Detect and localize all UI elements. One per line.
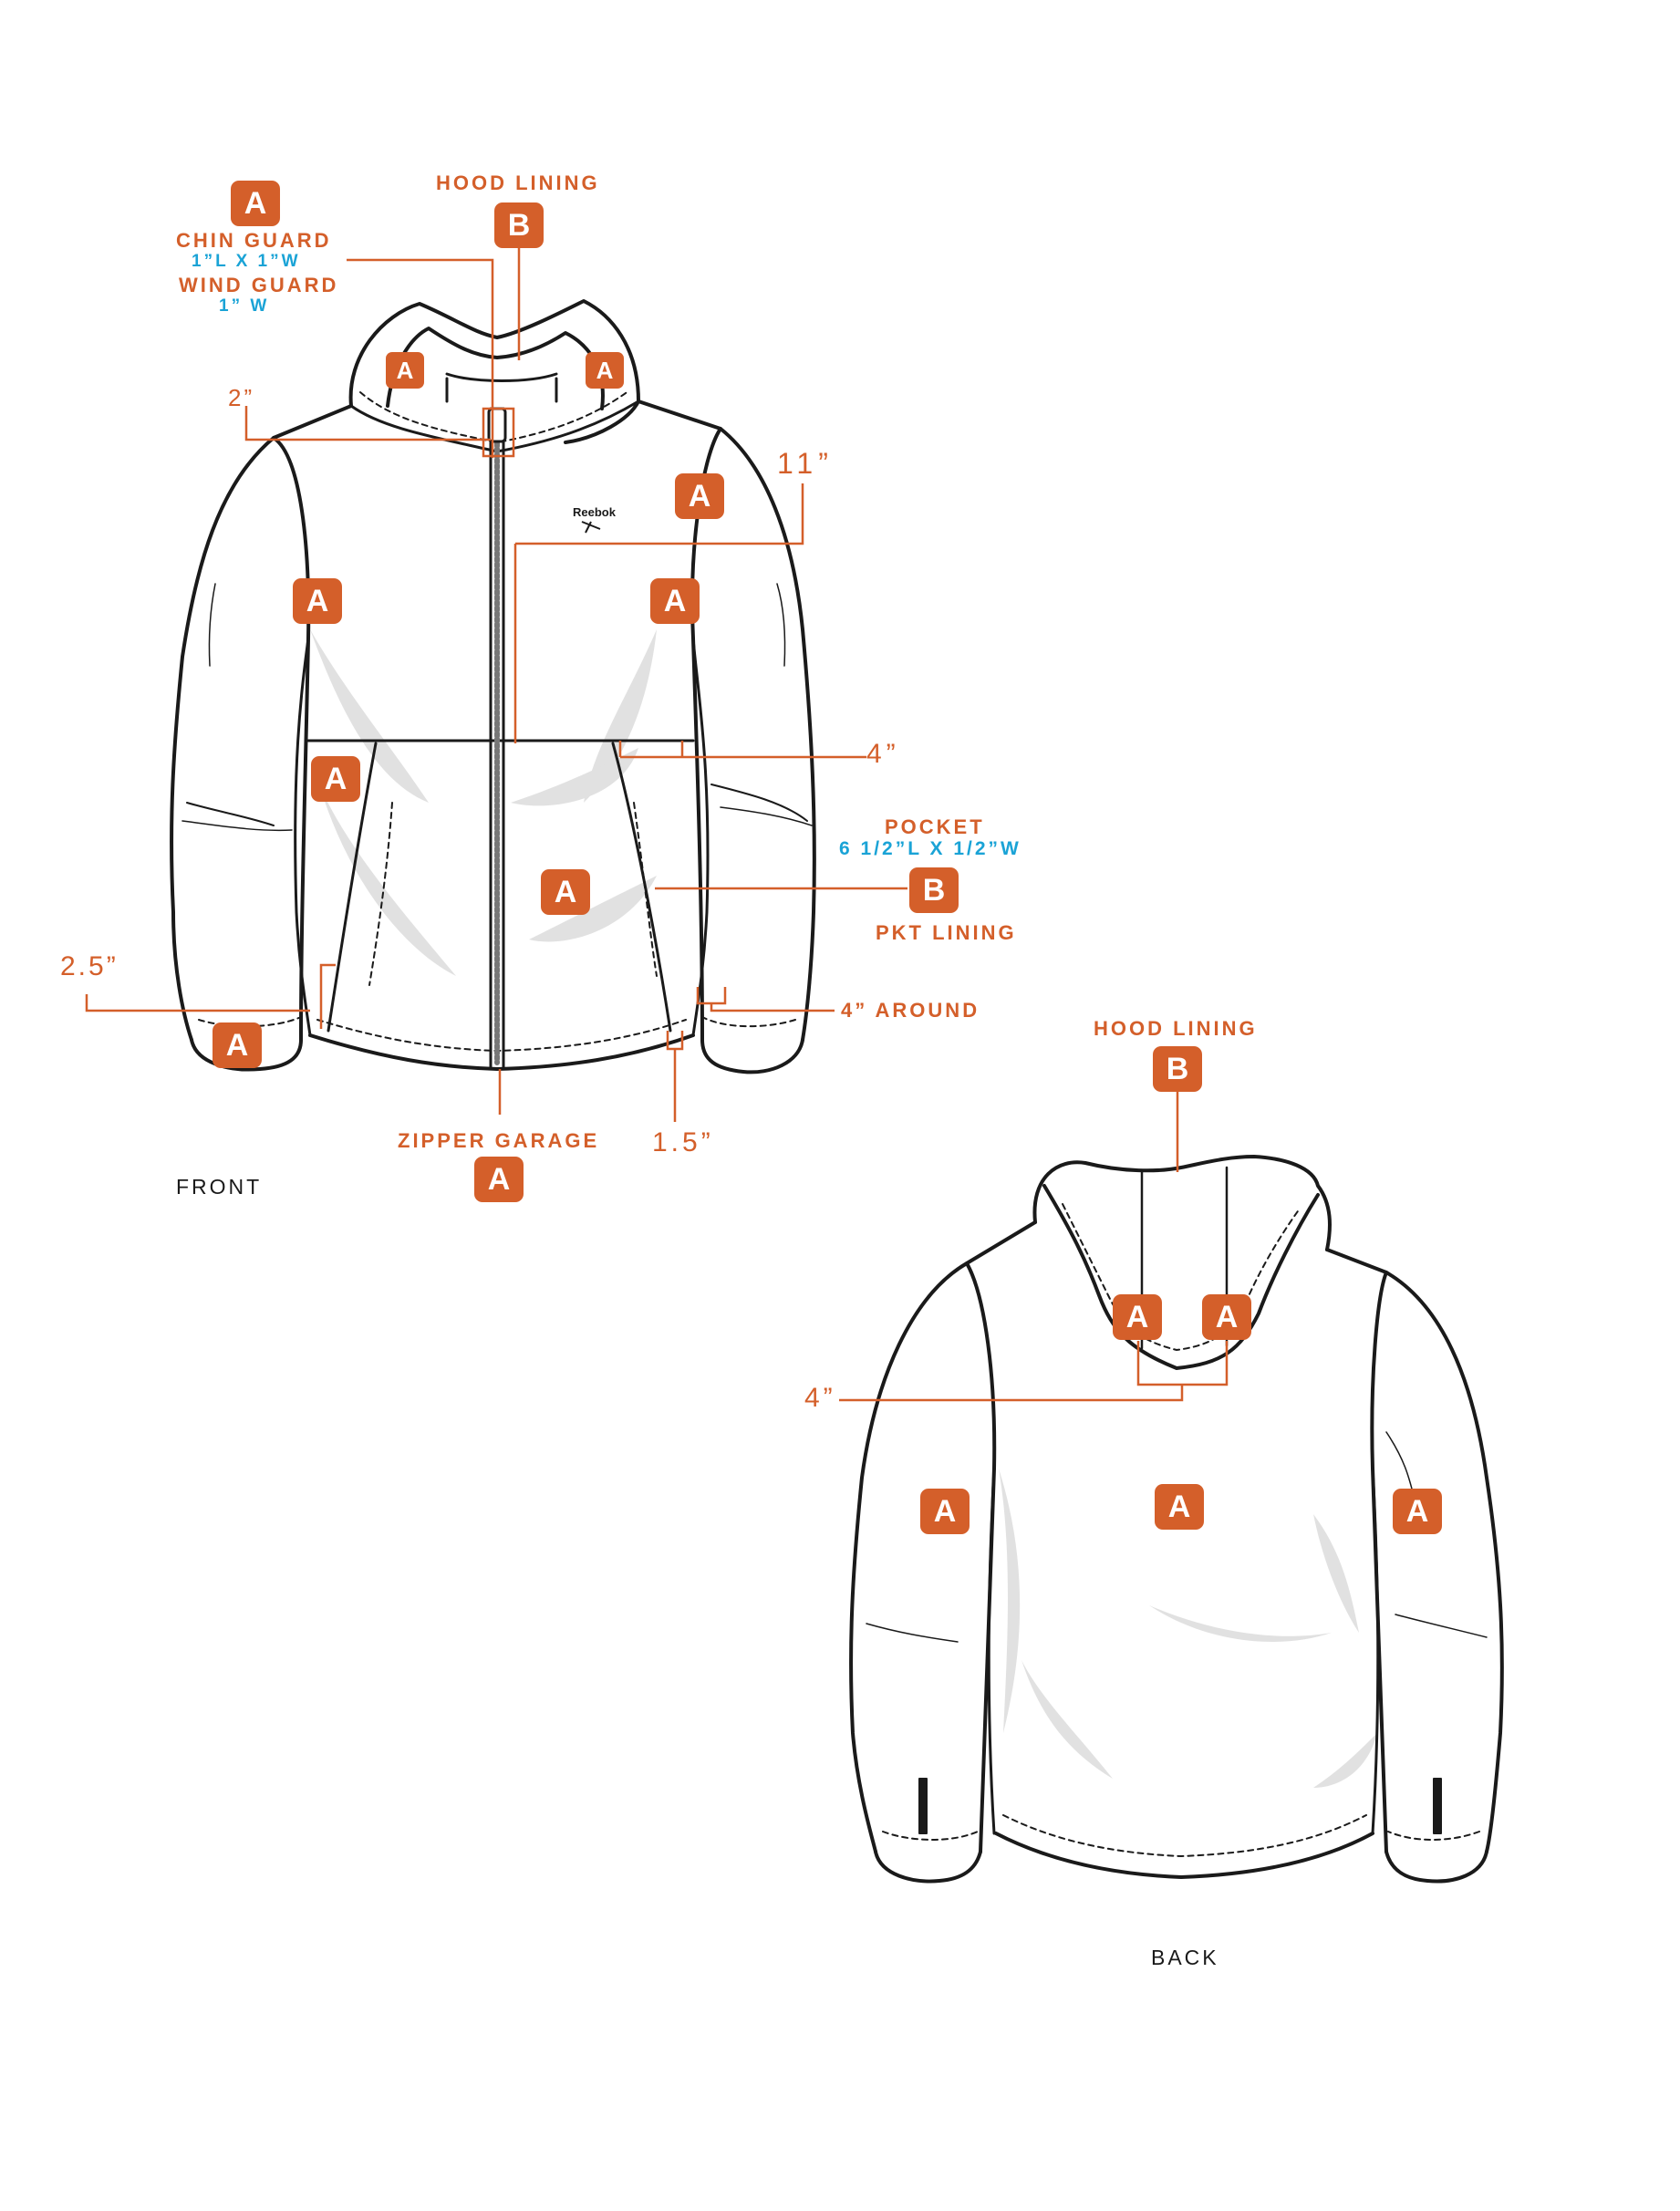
reebok-logo-icon bbox=[581, 521, 601, 534]
left-cuff-badge: A bbox=[213, 1022, 262, 1068]
dim-1-5-label: 1.5” bbox=[652, 1127, 714, 1157]
right-side-panel-badge: A bbox=[650, 578, 700, 624]
dim-4-around-label: 4” AROUND bbox=[841, 999, 980, 1022]
back-right-sleeve-badge: A bbox=[1393, 1489, 1442, 1534]
wind-guard-size: 1” W bbox=[219, 296, 270, 316]
hood-lining-label-front: HOOD LINING bbox=[436, 171, 600, 194]
back-jacket-drawing bbox=[849, 1155, 1504, 1884]
pocket-size: 6 1/2”L X 1/2”W bbox=[839, 838, 1021, 859]
front-jacket-drawing bbox=[170, 299, 816, 1074]
zipper-garage-label: ZIPPER GARAGE bbox=[398, 1129, 600, 1152]
hood-lining-badge-front: B bbox=[494, 202, 544, 248]
left-pocket-badge: A bbox=[311, 756, 360, 802]
front-view-label: FRONT bbox=[176, 1175, 263, 1199]
zipper-garage-badge: A bbox=[474, 1157, 524, 1202]
back-view-label: BACK bbox=[1151, 1946, 1219, 1969]
chin-guard-size: 1”L X 1”W bbox=[192, 252, 301, 271]
chin-guard-badge: A bbox=[231, 181, 280, 226]
chest-badge: A bbox=[675, 473, 724, 519]
pkt-lining-label: PKT LINING bbox=[876, 921, 1017, 944]
hood-lining-label-back: HOOD LINING bbox=[1094, 1017, 1258, 1040]
front-callout-lines bbox=[85, 244, 907, 1122]
center-body-badge-front: A bbox=[541, 869, 590, 915]
dim-4-label-back: 4” bbox=[804, 1383, 836, 1413]
wind-guard-label: WIND GUARD bbox=[179, 274, 339, 296]
back-hood-left-badge: A bbox=[1113, 1294, 1162, 1340]
hood-lining-badge-back: B bbox=[1153, 1046, 1202, 1092]
dim-4-label-front: 4” bbox=[866, 739, 900, 769]
back-center-body-badge: A bbox=[1155, 1484, 1204, 1530]
back-left-sleeve-badge: A bbox=[920, 1489, 970, 1534]
back-callout-lines bbox=[839, 1092, 1229, 1402]
dim-2-label: 2” bbox=[228, 384, 255, 411]
dim-2-5-label: 2.5” bbox=[60, 951, 119, 981]
left-side-panel-badge: A bbox=[293, 578, 342, 624]
chin-guard-label: CHIN GUARD bbox=[176, 229, 332, 252]
hood-right-badge: A bbox=[586, 352, 624, 389]
pocket-lining-badge: B bbox=[909, 867, 959, 913]
pocket-label: POCKET bbox=[885, 815, 985, 838]
hood-left-badge: A bbox=[386, 352, 424, 389]
dim-11-label: 11” bbox=[777, 447, 834, 480]
back-hood-right-badge: A bbox=[1202, 1294, 1251, 1340]
reebok-logo-text: Reebok bbox=[573, 505, 617, 519]
